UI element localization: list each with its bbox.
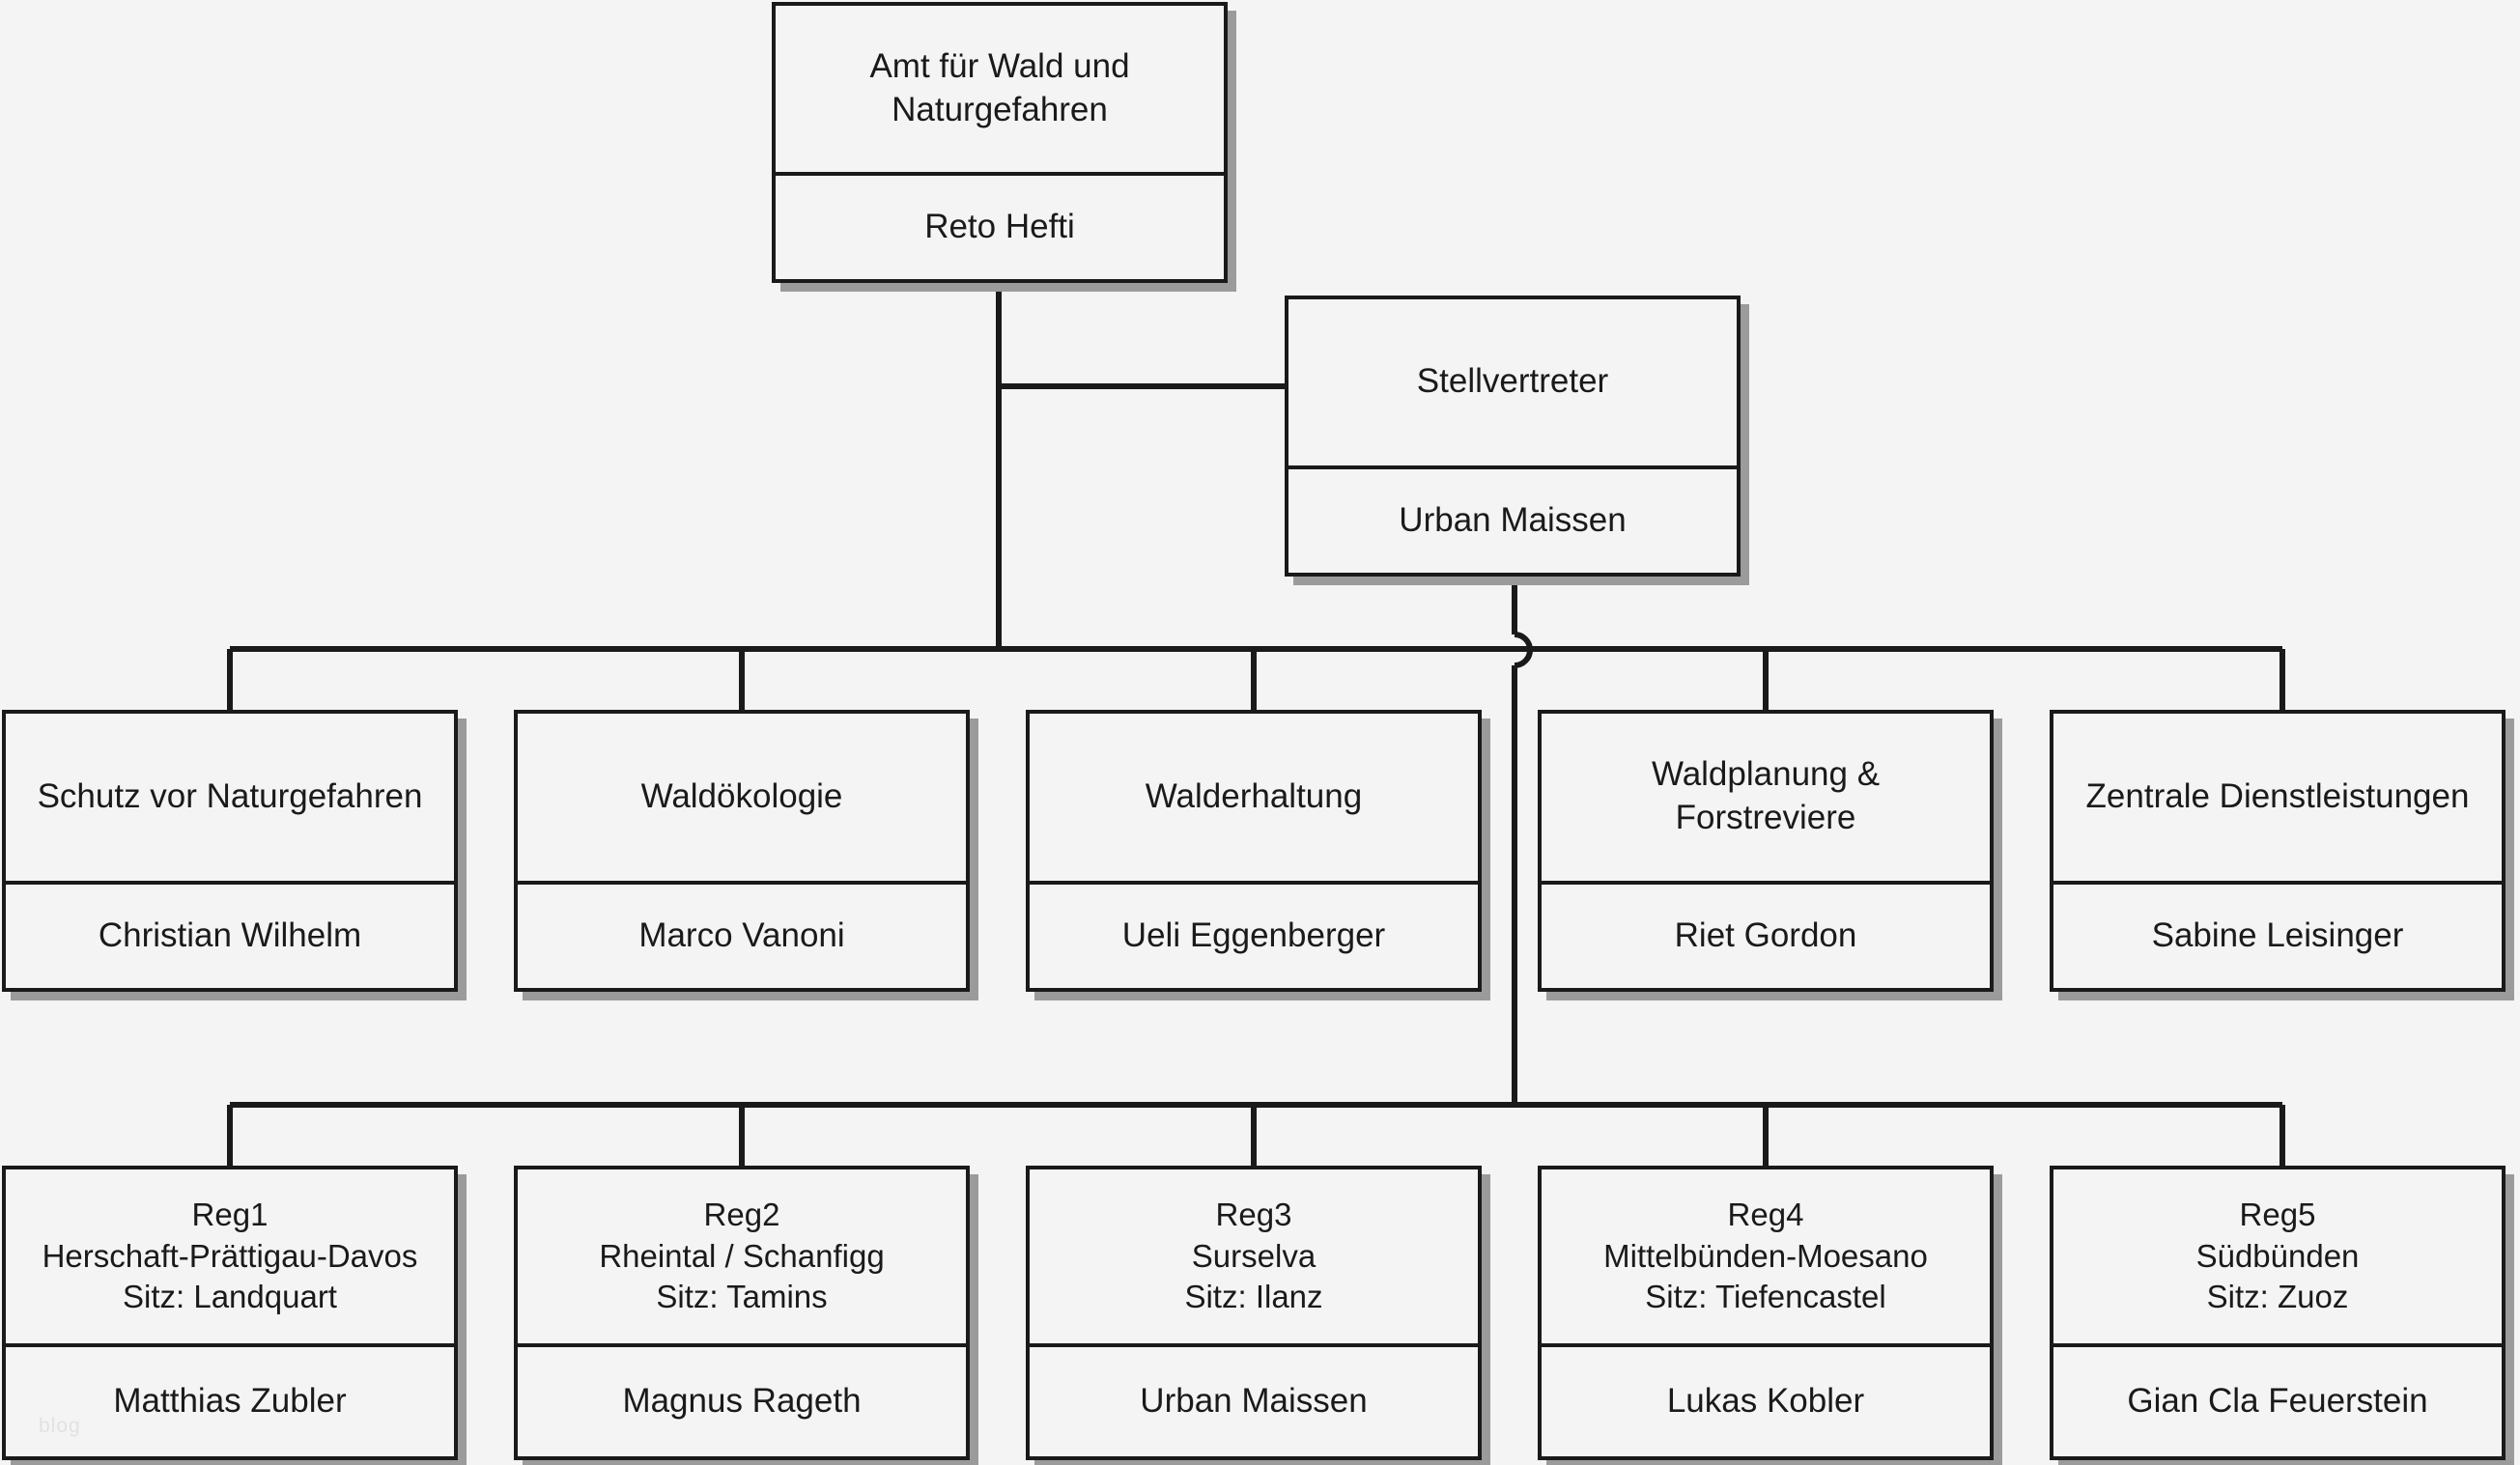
region-title: Reg5 Südbünden Sitz: Zuoz <box>2053 1169 2502 1343</box>
region-seat: Sitz: Zuoz <box>2206 1278 2349 1314</box>
node-division-waldoekologie[interactable]: Waldökologie Marco Vanoni <box>514 710 970 992</box>
division-person: Ueli Eggenberger <box>1030 880 1478 988</box>
division-title: Zentrale Dienstleistungen <box>2085 776 2470 815</box>
node-division-waldplanung-forstreviere[interactable]: Waldplanung & Forstreviere Riet Gordon <box>1538 710 1994 992</box>
deputy-title: Stellvertreter <box>1416 362 1609 401</box>
division-person: Riet Gordon <box>1542 880 1990 988</box>
region-title: Reg2 Rheintal / Schanfigg Sitz: Tamins <box>518 1169 966 1343</box>
region-code: Reg3 <box>1215 1197 1292 1233</box>
region-area: Mittelbünden-Moesano <box>1603 1237 1928 1274</box>
region-person: Lukas Kobler <box>1542 1342 1990 1456</box>
region-code: Reg1 <box>191 1197 269 1233</box>
node-division-walderhaltung[interactable]: Walderhaltung Ueli Eggenberger <box>1026 710 1482 992</box>
region-title: Reg3 Surselva Sitz: Ilanz <box>1030 1169 1478 1343</box>
region-person: Urban Maissen <box>1030 1342 1478 1456</box>
region-title: Reg4 Mittelbünden-Moesano Sitz: Tiefenca… <box>1542 1169 1990 1343</box>
deputy-person: Urban Maissen <box>1288 465 1737 573</box>
region-code: Reg5 <box>2239 1197 2316 1233</box>
region-seat: Sitz: Tiefencastel <box>1645 1278 1886 1314</box>
division-title: Waldökologie <box>640 776 843 815</box>
region-seat: Sitz: Landquart <box>123 1278 337 1314</box>
node-region-reg1[interactable]: Reg1 Herschaft-Prättigau-Davos Sitz: Lan… <box>2 1166 458 1460</box>
region-area: Herschaft-Prättigau-Davos <box>42 1237 418 1274</box>
division-title: Schutz vor Naturgefahren <box>37 776 423 815</box>
root-office-title: Amt für Wald und Naturgefahren <box>776 6 1224 172</box>
region-seat: Sitz: Ilanz <box>1184 1278 1323 1314</box>
region-person: Magnus Rageth <box>518 1342 966 1456</box>
region-area: Südbünden <box>2195 1237 2360 1274</box>
region-seat: Sitz: Tamins <box>656 1278 828 1314</box>
node-region-reg2[interactable]: Reg2 Rheintal / Schanfigg Sitz: Tamins M… <box>514 1166 970 1460</box>
root-office-person: Reto Hefti <box>776 171 1224 279</box>
division-title: Walderhaltung <box>1145 776 1363 815</box>
region-code: Reg4 <box>1727 1197 1804 1233</box>
region-person: Matthias Zubler <box>6 1342 454 1456</box>
region-area: Surselva <box>1191 1237 1317 1274</box>
region-area: Rheintal / Schanfigg <box>599 1237 885 1274</box>
division-title-line2: Forstreviere <box>1675 799 1856 837</box>
region-person: Gian Cla Feuerstein <box>2053 1342 2502 1456</box>
node-region-reg4[interactable]: Reg4 Mittelbünden-Moesano Sitz: Tiefenca… <box>1538 1166 1994 1460</box>
root-office-title-line1: Amt für Wald und <box>869 46 1130 85</box>
region-code: Reg2 <box>703 1197 780 1233</box>
division-title: Waldplanung & Forstreviere <box>1542 714 1990 881</box>
node-region-reg5[interactable]: Reg5 Südbünden Sitz: Zuoz Gian Cla Feuer… <box>2050 1166 2506 1460</box>
line-hop-arc <box>1514 632 1533 668</box>
node-root-office[interactable]: Amt für Wald und Naturgefahren Reto Heft… <box>772 2 1228 283</box>
division-title-line1: Waldplanung & <box>1651 755 1881 794</box>
node-division-zentrale-dienstleistungen[interactable]: Zentrale Dienstleistungen Sabine Leising… <box>2050 710 2506 992</box>
region-title: Reg1 Herschaft-Prättigau-Davos Sitz: Lan… <box>6 1169 454 1343</box>
node-region-reg3[interactable]: Reg3 Surselva Sitz: Ilanz Urban Maissen <box>1026 1166 1482 1460</box>
division-person: Marco Vanoni <box>518 880 966 988</box>
root-office-title-line2: Naturgefahren <box>892 90 1108 128</box>
node-deputy[interactable]: Stellvertreter Urban Maissen <box>1285 296 1741 577</box>
node-division-schutz-vor-naturgefahren[interactable]: Schutz vor Naturgefahren Christian Wilhe… <box>2 710 458 992</box>
division-person: Sabine Leisinger <box>2053 880 2502 988</box>
division-person: Christian Wilhelm <box>6 880 454 988</box>
